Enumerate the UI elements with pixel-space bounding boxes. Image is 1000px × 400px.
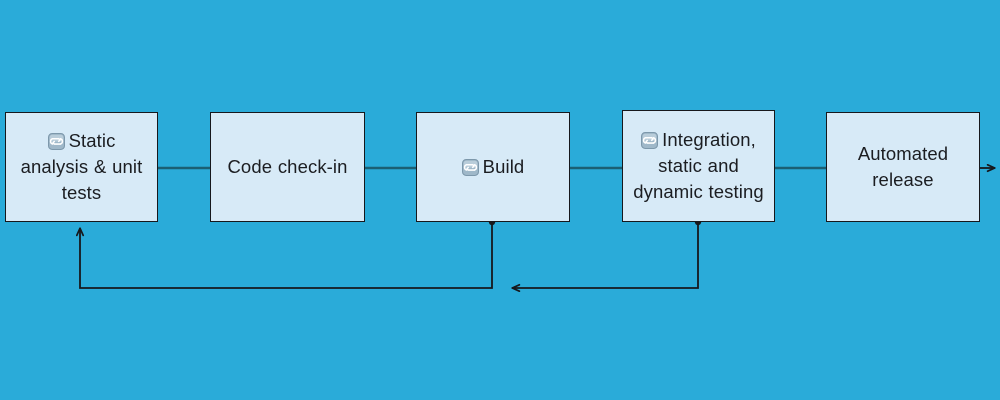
- node-label: Integration, static and dynamic testing: [623, 127, 774, 206]
- node-text: Automated release: [857, 142, 949, 190]
- repeat-loop-icon: [47, 132, 65, 150]
- edge-build-feedback: [80, 222, 493, 289]
- node-build[interactable]: Build: [416, 112, 570, 222]
- node-label: Static analysis & unit tests: [6, 128, 157, 207]
- node-static-analysis-unit-tests[interactable]: Static analysis & unit tests: [5, 112, 158, 222]
- node-text: Build: [482, 155, 525, 177]
- repeat-loop-icon: [461, 158, 479, 176]
- edge-integration-feedback: [512, 222, 699, 288]
- repeat-loop-icon: [641, 131, 659, 149]
- node-label: Automated release: [827, 141, 979, 194]
- node-automated-release[interactable]: Automated release: [826, 112, 980, 222]
- node-label: Build: [454, 154, 533, 180]
- node-text: Integration, static and dynamic testing: [633, 128, 764, 203]
- node-label: Code check-in: [219, 154, 355, 180]
- node-code-check-in[interactable]: Code check-in: [210, 112, 365, 222]
- node-text: Code check-in: [227, 155, 348, 177]
- node-text: Static analysis & unit tests: [20, 129, 143, 204]
- node-integration-static-dynamic-testing[interactable]: Integration, static and dynamic testing: [622, 110, 775, 222]
